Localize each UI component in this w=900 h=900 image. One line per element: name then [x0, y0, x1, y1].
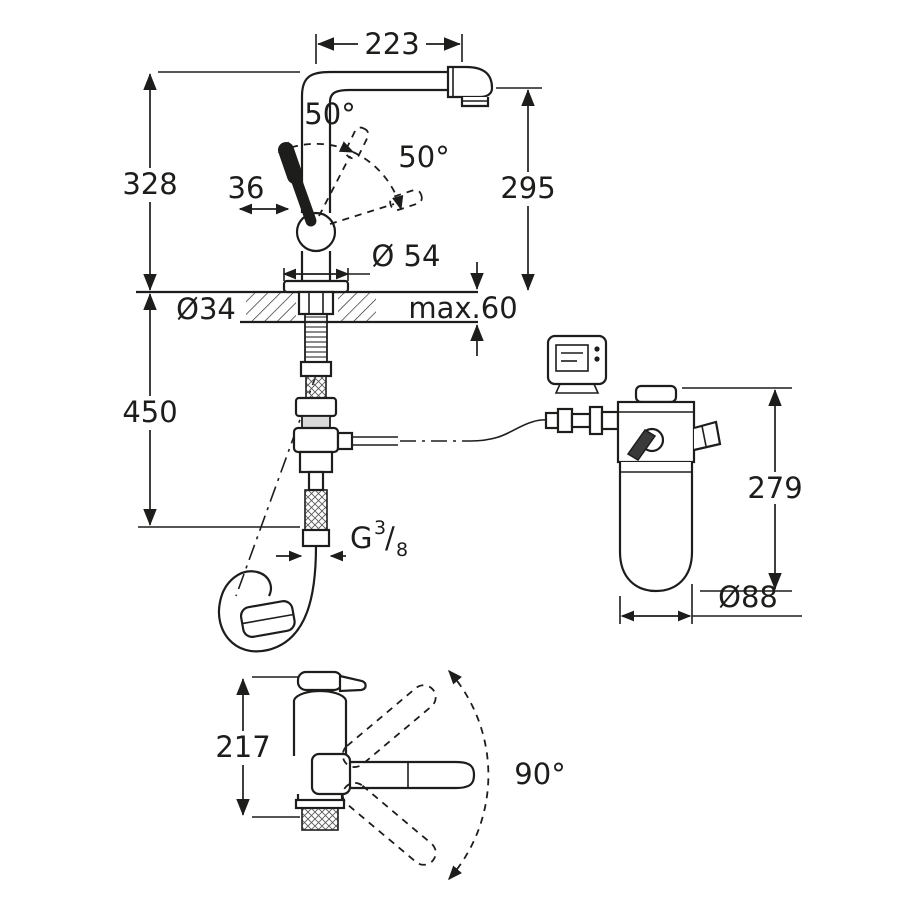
dim-label-450: 450 — [122, 395, 177, 429]
side-handle — [296, 670, 344, 692]
side-spout-tip — [455, 760, 476, 790]
under-counter-assembly: G 3 / 8 — [217, 313, 549, 653]
hose-nipple — [307, 470, 325, 492]
dim-filter-279: 279 — [682, 387, 803, 592]
controller-screen — [555, 344, 589, 372]
fitting — [600, 410, 620, 431]
counter-hatch-left — [246, 293, 296, 321]
filter-unit: 279 Ø88 — [544, 334, 803, 624]
controller-body — [546, 334, 608, 386]
thread-label-3: 3 — [374, 517, 386, 539]
controller-stand — [554, 383, 600, 394]
swivel-collar — [310, 752, 352, 796]
dim-label-max60: max.60 — [408, 291, 517, 325]
controller-display — [546, 334, 608, 394]
shank-connector — [299, 360, 333, 378]
pullout-hose-loop — [217, 545, 318, 653]
fitting — [570, 412, 592, 429]
dim-label-295: 295 — [500, 171, 555, 205]
hose-weight — [239, 600, 296, 638]
label-backing — [414, 296, 514, 320]
spray-head — [446, 65, 494, 99]
handle-paddle-dashed — [344, 126, 370, 160]
thread-label-G: G — [350, 521, 372, 555]
dim-label-36: 36 — [228, 171, 265, 205]
side-spout — [350, 760, 456, 790]
counter-section: Ø 54 Ø34 max.60 — [136, 239, 518, 356]
dim-label-dia34: Ø34 — [176, 292, 236, 326]
escutcheon-flange — [282, 279, 350, 294]
dim-label-279: 279 — [747, 471, 802, 505]
locknut — [297, 290, 335, 316]
handle-position-dashed — [329, 203, 395, 225]
hose-weight-line — [242, 613, 294, 625]
valve-ring — [301, 415, 331, 429]
faucet-spout-bottom — [328, 88, 448, 103]
side-body — [292, 700, 348, 756]
dim-spout-reach: 223 — [315, 27, 463, 64]
lock-lever — [626, 428, 657, 462]
check-valve-body — [292, 426, 340, 454]
wall-bracket — [693, 420, 722, 452]
counter-hatch-right — [338, 293, 376, 321]
handle-paddle-dashed — [389, 189, 423, 211]
dim-label-dia88: Ø88 — [718, 580, 778, 614]
fitting — [556, 407, 574, 434]
angle-label-50-side: 50° — [398, 140, 449, 174]
fitting — [588, 405, 604, 436]
dim-filter-dia88: Ø88 — [619, 580, 802, 624]
spout-dashed — [341, 684, 437, 768]
dim-height-295: 295 — [496, 87, 556, 291]
hose-coupling — [301, 528, 331, 548]
dim-label-328: 328 — [122, 167, 177, 201]
braided-hose-upper — [305, 375, 327, 399]
dim-height-328: 328 — [122, 71, 300, 291]
side-base-plate — [294, 798, 346, 810]
inlet-fittings — [544, 405, 620, 436]
handle-paddle — [278, 142, 303, 184]
side-shank — [301, 807, 339, 831]
dim-label-223: 223 — [364, 27, 419, 61]
dim-label-dia54: Ø 54 — [372, 239, 441, 273]
dim-label-217: 217 — [215, 730, 270, 764]
side-handle-nub — [338, 674, 367, 693]
supply-hose — [469, 419, 549, 442]
thread-label-slash: / — [385, 521, 395, 555]
faucet-side-view: 217 90° — [215, 669, 566, 881]
handle-swivel-annotations: 50° 50° 36 — [228, 97, 450, 225]
controller-button — [594, 346, 600, 352]
dim-under-450: 450 — [122, 293, 300, 528]
faucet-spout-top — [300, 70, 448, 97]
swivel-arc — [352, 151, 404, 211]
valve-top — [294, 396, 338, 418]
handle-position-dashed — [318, 155, 351, 217]
angle-label-90: 90° — [514, 757, 565, 791]
outlet-fitting — [336, 431, 354, 451]
swivel-arc — [277, 141, 355, 153]
bracket-line — [701, 425, 707, 447]
threaded-shank — [304, 313, 328, 363]
filter-cap — [634, 384, 678, 404]
fitting — [544, 411, 560, 430]
braided-hose-lower — [304, 489, 328, 531]
filter-head — [616, 384, 722, 464]
valve-lower — [298, 450, 334, 474]
swivel-arc-90 — [448, 669, 490, 881]
spout-dashed — [341, 782, 437, 866]
filter-cartridge — [618, 462, 694, 593]
controller-button — [594, 356, 600, 362]
spout-position-down — [341, 782, 437, 866]
spout-position-up — [341, 684, 437, 768]
thread-label-8: 8 — [396, 539, 408, 561]
side-dome — [293, 690, 347, 701]
angle-label-50-top: 50° — [304, 97, 355, 131]
